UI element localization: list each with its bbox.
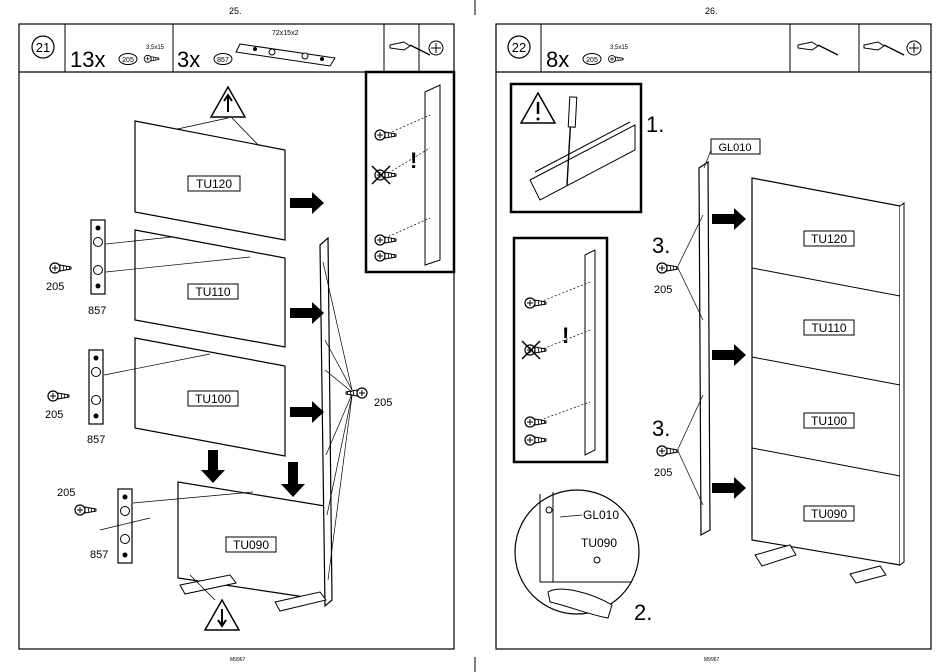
screw-icon [609, 56, 624, 63]
svg-text:22: 22 [512, 40, 526, 55]
detail-circle-alignment [515, 490, 639, 618]
warning-up-icon [211, 87, 245, 117]
screwdriver-icon [390, 42, 430, 55]
label-205-bottom: 205 [654, 467, 672, 479]
label-205-rail: 205 [374, 397, 392, 409]
sub-step-3-bottom: 3. [652, 416, 670, 441]
label-857-c: 857 [90, 549, 108, 561]
svg-text:TU110: TU110 [195, 285, 230, 299]
phillips-bit-icon [907, 41, 921, 55]
label-205-top: 205 [654, 284, 672, 296]
label-205-a: 205 [46, 281, 64, 293]
svg-text:TU090: TU090 [233, 538, 269, 552]
qty-screws-left: 13x [70, 47, 105, 72]
svg-text:TU100: TU100 [811, 414, 847, 428]
detail-label-tu090: TU090 [581, 536, 617, 550]
svg-text:21: 21 [36, 40, 50, 55]
detail-label-gl010: GL010 [583, 508, 619, 522]
panel-tu100: TU100 [135, 338, 285, 456]
caution-mark-left: ! [410, 148, 417, 173]
phillips-bit-icon [429, 41, 443, 55]
label-gl010: GL010 [718, 142, 751, 154]
screw-icon [657, 446, 678, 456]
panel-tu110-right: TU110 [804, 320, 854, 335]
caution-mark-right: ! [562, 323, 569, 348]
part-badge-205-right: 205 [583, 54, 601, 65]
svg-text:857: 857 [217, 57, 229, 64]
screwdriver-icon [798, 42, 838, 55]
screw-icon [144, 55, 159, 62]
label-205-b: 205 [45, 409, 63, 421]
plate-size: 72x15x2 [272, 30, 299, 37]
panel-tu100-right: TU100 [804, 413, 854, 428]
push-arrows-right [712, 208, 746, 499]
connector-plate-icon [236, 44, 335, 66]
panel-tu090-right: TU090 [804, 506, 854, 521]
side-panel-gl010 [699, 162, 710, 535]
svg-text:205: 205 [586, 57, 598, 64]
connector-plate-icon [89, 350, 103, 424]
svg-text:TU120: TU120 [811, 232, 847, 246]
panel-tu120: TU120 [135, 121, 285, 240]
warning-down-icon [205, 600, 239, 630]
label-857-a: 857 [88, 305, 106, 317]
svg-text:TU120: TU120 [196, 177, 232, 191]
connector-plate-icon [118, 489, 132, 563]
screw-icon [48, 391, 69, 401]
sub-step-3-top: 3. [652, 233, 670, 258]
screwdriver-icon [864, 42, 904, 55]
connector-plate-icon [91, 220, 105, 294]
step-number-21: 21 [32, 36, 54, 58]
label-857-b: 857 [87, 434, 105, 446]
sub-step-2: 2. [634, 600, 652, 625]
svg-text:TU100: TU100 [195, 392, 231, 406]
part-badge-205-left: 205 [119, 54, 137, 65]
sub-step-1: 1. [646, 112, 664, 137]
screw-icon [657, 263, 678, 273]
part-badge-857: 857 [214, 54, 232, 65]
screw-size-right: 3,5x15 [610, 45, 629, 51]
panel-tu120-right: TU120 [804, 231, 854, 246]
screw-icon [75, 505, 96, 515]
qty-plates: 3x [177, 47, 200, 72]
svg-text:TU090: TU090 [811, 507, 847, 521]
svg-text:205: 205 [122, 57, 134, 64]
screw-icon [50, 263, 71, 273]
screw-size-left: 3,5x15 [146, 45, 165, 51]
label-205-c: 205 [57, 487, 75, 499]
step-number-22: 22 [508, 36, 530, 58]
svg-text:TU110: TU110 [811, 321, 846, 335]
panel-tu110: TU110 [135, 230, 285, 347]
qty-screws-right: 8x [546, 47, 569, 72]
